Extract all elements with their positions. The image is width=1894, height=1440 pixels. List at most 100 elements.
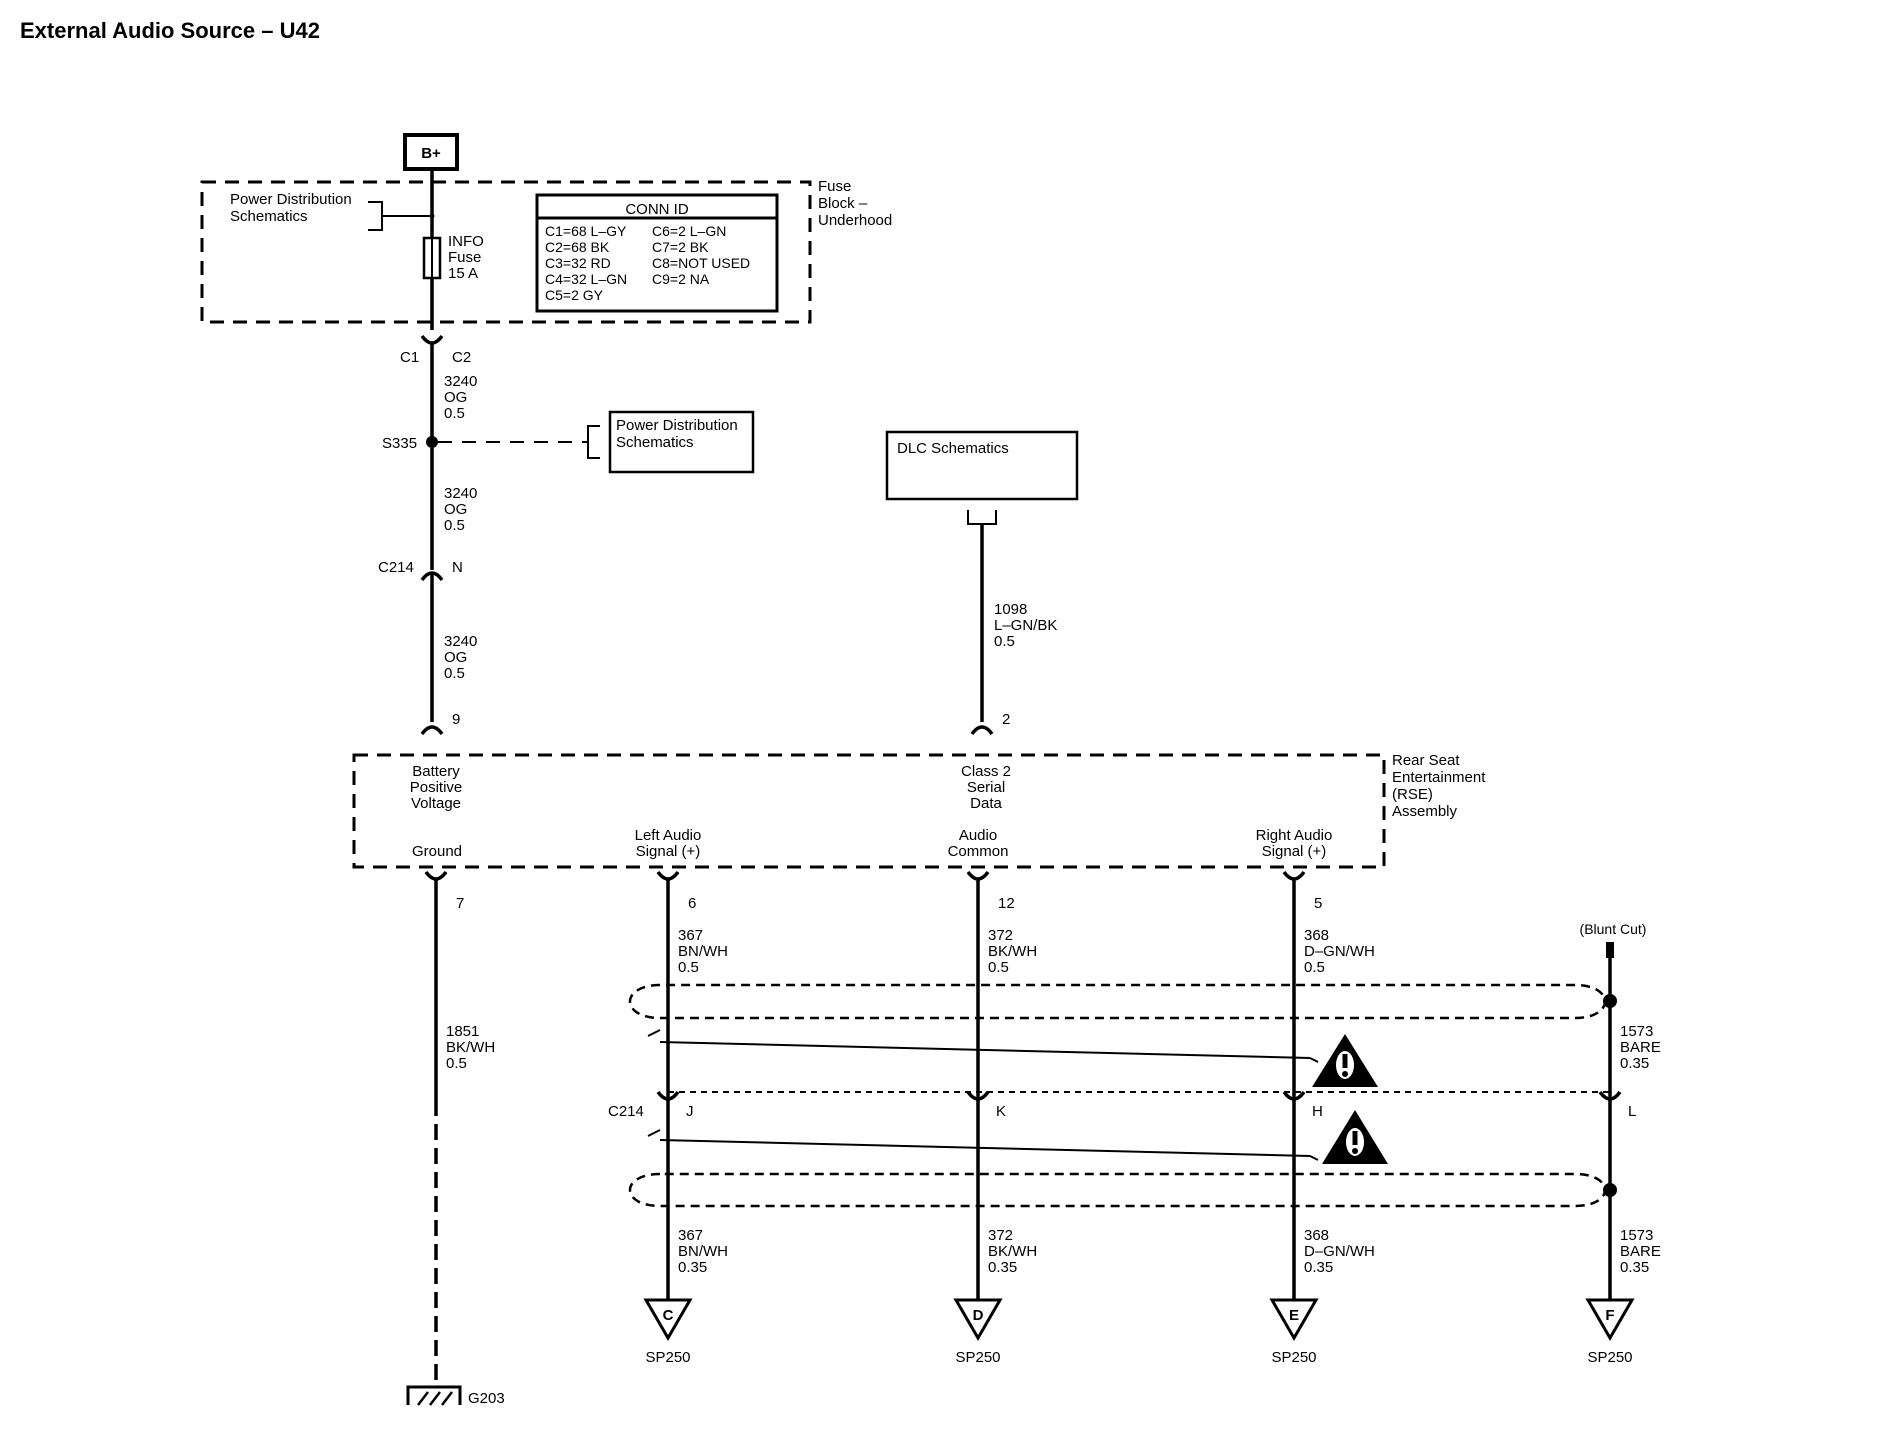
wire-1573-bot-num: 1573	[1620, 1227, 1653, 1244]
wire-368-bot-num: 368	[1304, 1227, 1329, 1244]
splice-c-letter: C	[663, 1307, 674, 1324]
wire-368-bot-gauge: 0.35	[1304, 1259, 1333, 1276]
wire-367-top-gauge: 0.5	[678, 959, 699, 976]
audio-common-label-2: Common	[948, 843, 1009, 860]
wire-1098-color: L–GN/BK	[994, 617, 1057, 634]
wire-1573-top-gauge: 0.35	[1620, 1055, 1649, 1072]
wire-368-top-color: D–GN/WH	[1304, 943, 1375, 960]
rse-pin-12-terminal	[966, 870, 990, 881]
class2-label-2: Serial	[967, 779, 1005, 796]
connector-c1-label: C1	[400, 349, 419, 366]
splice-d-letter: D	[973, 1307, 984, 1324]
wire-372-top-color: BK/WH	[988, 943, 1037, 960]
wire-3240-c-gauge: 0.5	[444, 665, 465, 682]
conn-id-table: CONN ID C1=68 L–GY C6=2 L–GN C2=68 BK C7…	[535, 193, 779, 313]
conn-id-r2c1: C8=NOT USED	[652, 255, 750, 271]
power-dist-schematics-box	[608, 410, 755, 474]
wire-367-bot-num: 367	[678, 1227, 703, 1244]
power-dist-label-1: Power Distribution	[230, 191, 352, 208]
wire-1573-top-num: 1573	[1620, 1023, 1653, 1040]
splice-s335	[426, 436, 438, 448]
wire-3240-c-color: OG	[444, 649, 467, 666]
power-dist2-label-2: Schematics	[616, 434, 694, 451]
ground-g203-label: G203	[468, 1390, 505, 1407]
rse-label-4: Assembly	[1392, 803, 1458, 820]
rse-label-3: (RSE)	[1392, 786, 1433, 803]
splice-e-name: SP250	[1271, 1349, 1316, 1366]
splice-pack-e: E	[1269, 1298, 1319, 1341]
wire-372-bot-num: 372	[988, 1227, 1013, 1244]
rse-label-1: Rear Seat	[1392, 752, 1460, 769]
shield-upper	[628, 983, 1607, 1020]
battery-positive-source: B+	[403, 133, 459, 171]
wire-3240-b-color: OG	[444, 501, 467, 518]
rse-pin-5-terminal	[1282, 870, 1306, 881]
twisted-pair-lower	[659, 1139, 1311, 1157]
fuse-block-label-2: Block –	[818, 195, 868, 212]
rse-pin-9-terminal	[420, 725, 444, 736]
conn-id-r2c0: C3=32 RD	[545, 255, 611, 271]
ground-label: Ground	[412, 843, 462, 860]
wire-367-bot-gauge: 0.35	[678, 1259, 707, 1276]
wire-368-bot-color: D–GN/WH	[1304, 1243, 1375, 1260]
rse-pin-5: 5	[1314, 895, 1322, 912]
rse-assembly	[352, 753, 1386, 869]
connector-c214-top-label: C214	[378, 559, 414, 576]
wire-3240-a-gauge: 0.5	[444, 405, 465, 422]
rse-pin-6: 6	[688, 895, 696, 912]
audio-common-label-1: Audio	[959, 827, 997, 844]
connector-c2-label: C2	[452, 349, 471, 366]
rse-pin-12: 12	[998, 895, 1015, 912]
dlc-label: DLC Schematics	[897, 440, 1009, 457]
shield-lower-drain-dot	[1603, 1183, 1617, 1197]
rse-pin-7-terminal	[424, 870, 448, 881]
fuse-label-2: Fuse	[448, 249, 481, 266]
wire-3240-b-gauge: 0.5	[444, 517, 465, 534]
conn-id-r1c0: C2=68 BK	[545, 239, 610, 255]
wire-3240-a-num: 3240	[444, 373, 477, 390]
wire-1573-top-color: BARE	[1620, 1039, 1661, 1056]
twisted-pair-upper	[659, 1041, 1311, 1059]
wire-367-top-num: 367	[678, 927, 703, 944]
conn-id-r1c1: C7=2 BK	[652, 239, 709, 255]
rse-pin-7: 7	[456, 895, 464, 912]
c214-pin-j: J	[686, 1103, 694, 1120]
c214-pin-l: L	[1628, 1103, 1636, 1120]
splice-pack-c: C	[643, 1298, 693, 1341]
rse-label-2: Entertainment	[1392, 769, 1486, 786]
fuse-label-1: INFO	[448, 233, 484, 250]
shield-upper-drain-dot	[1603, 994, 1617, 1008]
warning-icon	[1312, 1034, 1378, 1087]
fuse-block-underhood	[200, 180, 812, 324]
wire-3240-c-num: 3240	[444, 633, 477, 650]
wire-367-bot-color: BN/WH	[678, 1243, 728, 1260]
wire-3240-a-color: OG	[444, 389, 467, 406]
connector-c214-top-pin: N	[452, 559, 463, 576]
conn-id-r0c0: C1=68 L–GY	[545, 223, 627, 239]
blunt-cut-label: (Blunt Cut)	[1580, 921, 1647, 937]
conn-id-header: CONN ID	[625, 201, 689, 218]
rse-pin-9: 9	[452, 711, 460, 728]
power-dist2-label-1: Power Distribution	[616, 417, 738, 434]
c214-pin-h: H	[1312, 1103, 1323, 1120]
wire-1851-gauge: 0.5	[446, 1055, 467, 1072]
rse-pin-6-terminal	[656, 870, 680, 881]
right-audio-label-2: Signal (+)	[1262, 843, 1327, 860]
wire-368-top-num: 368	[1304, 927, 1329, 944]
splice-s335-label: S335	[382, 435, 417, 452]
battery-label-1: Battery	[412, 763, 460, 780]
rse-pin-2-terminal	[970, 725, 994, 736]
connector-c214-j	[656, 1090, 680, 1101]
wire-1573-bot-color: BARE	[1620, 1243, 1661, 1260]
splice-pack-d: D	[953, 1298, 1003, 1341]
splice-f-letter: F	[1605, 1307, 1614, 1324]
wire-1098-gauge: 0.5	[994, 633, 1015, 650]
wire-1098-num: 1098	[994, 601, 1027, 618]
class2-label-3: Data	[970, 795, 1002, 812]
wire-372-top-num: 372	[988, 927, 1013, 944]
conn-id-r0c1: C6=2 L–GN	[652, 223, 726, 239]
connector-c214-h	[1282, 1090, 1306, 1101]
ground-g203-symbol	[406, 1385, 462, 1406]
fuse-block-label-3: Underhood	[818, 212, 892, 229]
